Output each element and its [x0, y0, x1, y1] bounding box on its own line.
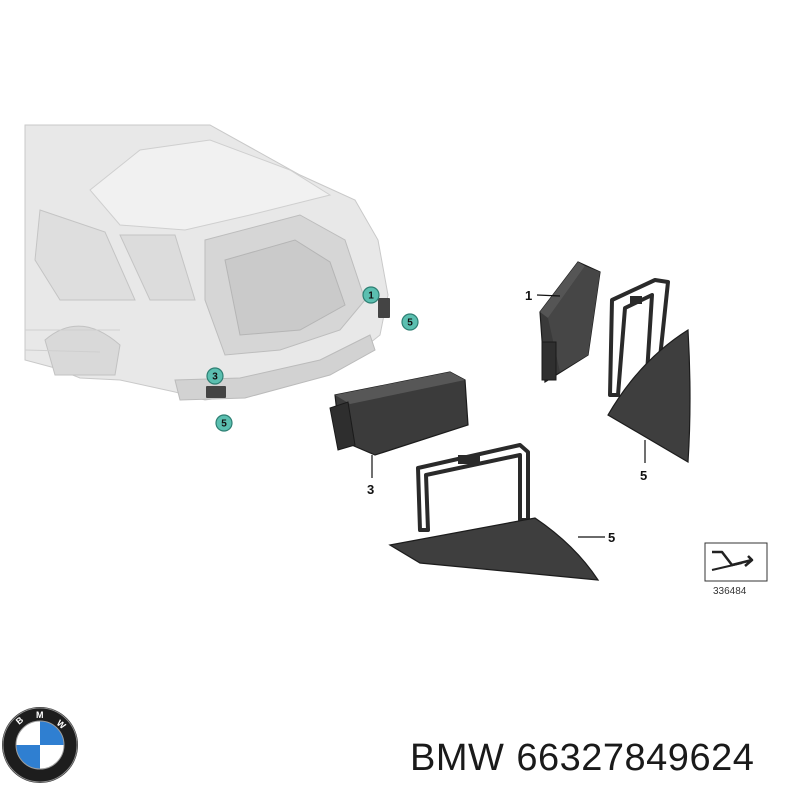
svg-text:5: 5 — [221, 419, 227, 430]
svg-text:3: 3 — [212, 372, 218, 383]
car-sensor-bracket-lower — [206, 386, 226, 398]
svg-text:B: B — [14, 714, 26, 726]
part-1-radar-sensor — [539, 261, 601, 384]
car-sensor-bracket-upper — [378, 298, 390, 318]
label-part-5-bottom: 5 — [608, 530, 615, 545]
label-part-5-right: 5 — [640, 468, 647, 483]
part-number: 66327849624 — [516, 737, 755, 779]
bmw-logo: B M W — [2, 707, 78, 783]
svg-text:5: 5 — [407, 318, 413, 329]
brand-name: BMW — [410, 737, 505, 779]
part-3-radar-sensor — [329, 371, 469, 456]
part-5-bracket-bottom — [388, 443, 600, 581]
part-5-bracket-right — [607, 278, 691, 464]
label-part-1: 1 — [525, 288, 532, 303]
label-part-3: 3 — [367, 482, 374, 497]
callout-badge-5-car-upper: 5 — [401, 313, 419, 331]
svg-text:M: M — [36, 710, 44, 720]
diagram-number: 336484 — [713, 586, 747, 597]
diagram-reference-symbol — [704, 542, 768, 582]
part-caption: BMW 66327849624 — [410, 737, 754, 780]
callout-badge-5-car-lower: 5 — [215, 414, 233, 432]
callout-badge-3-car: 3 — [206, 367, 224, 385]
vehicle-body-illustration — [24, 124, 389, 401]
svg-text:1: 1 — [368, 291, 374, 302]
callout-badge-1-car: 1 — [362, 286, 380, 304]
